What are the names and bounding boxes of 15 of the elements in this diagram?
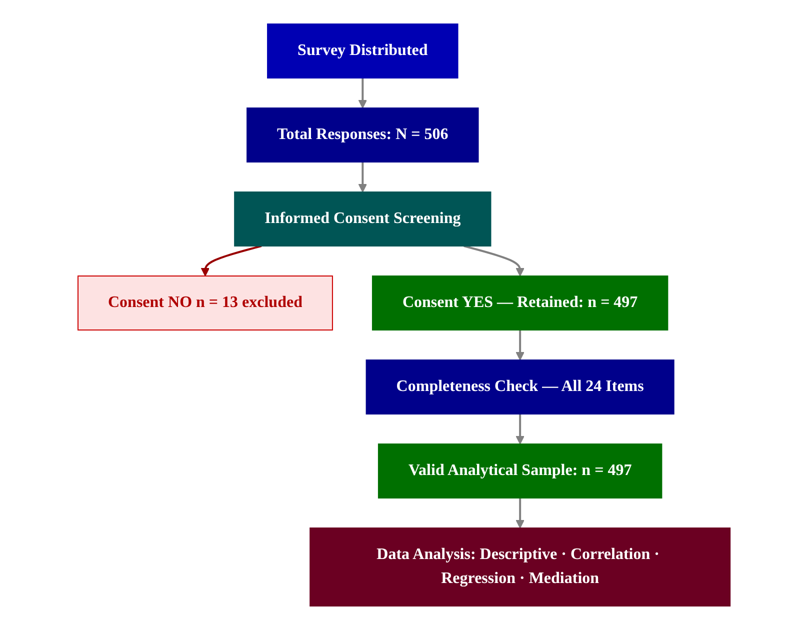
node-box: Total Responses: N = 506: [246, 108, 479, 162]
node-box: Consent YES — Retained: n = 497: [372, 276, 668, 330]
arrow: [516, 414, 524, 444]
arrow: [200, 245, 262, 276]
node-box: Consent NO n = 13 excluded: [77, 276, 333, 330]
arrow: [358, 162, 367, 192]
node-box: Completeness Check — All 24 Items: [366, 360, 674, 414]
node-box: Data Analysis: Descriptive · Correlation · Regression · Mediation: [310, 528, 731, 606]
arrow: [516, 498, 524, 528]
node-box: Valid Analytical Sample: n = 497: [378, 444, 662, 498]
arrow: [358, 78, 367, 108]
arrow: [464, 245, 524, 276]
node-box: Informed Consent Screening: [234, 192, 492, 246]
arrow: [516, 330, 524, 360]
node-box: Survey Distributed: [267, 24, 458, 78]
